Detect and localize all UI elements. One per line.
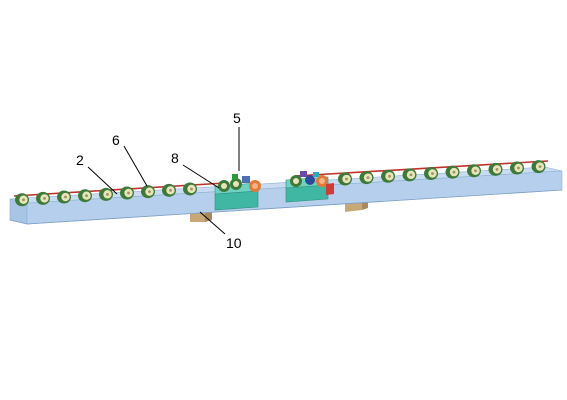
- drive-unit-left: [214, 174, 261, 211]
- roller: [183, 182, 197, 196]
- leader-2: [87, 166, 118, 195]
- roller: [57, 190, 71, 204]
- callout-10: 10: [226, 235, 242, 251]
- callout-8: 8: [171, 150, 179, 166]
- callout-2: 2: [76, 152, 84, 168]
- roller: [445, 165, 460, 179]
- callout-5: 5: [233, 110, 241, 126]
- roller: [120, 186, 134, 200]
- leader-8: [182, 164, 220, 189]
- drive-unit-right: [285, 171, 334, 203]
- leader-10: [199, 211, 226, 235]
- roller-group: [15, 160, 546, 207]
- roller: [36, 191, 50, 205]
- roller: [467, 164, 481, 178]
- leader-lines: [87, 127, 240, 235]
- roller: [15, 193, 29, 207]
- roller: [141, 185, 155, 199]
- roller: [531, 160, 546, 174]
- roller: [162, 183, 176, 197]
- roller: [359, 171, 374, 185]
- callout-6: 6: [112, 132, 120, 148]
- leader-6: [123, 145, 148, 187]
- roller: [99, 187, 113, 201]
- roller: [402, 168, 417, 182]
- roller: [424, 167, 438, 181]
- roller: [488, 162, 503, 176]
- roller: [338, 172, 352, 186]
- roller: [78, 189, 92, 203]
- roller: [381, 169, 395, 183]
- roller: [510, 161, 524, 175]
- callout-labels: 2 6 8 5 10: [76, 110, 242, 251]
